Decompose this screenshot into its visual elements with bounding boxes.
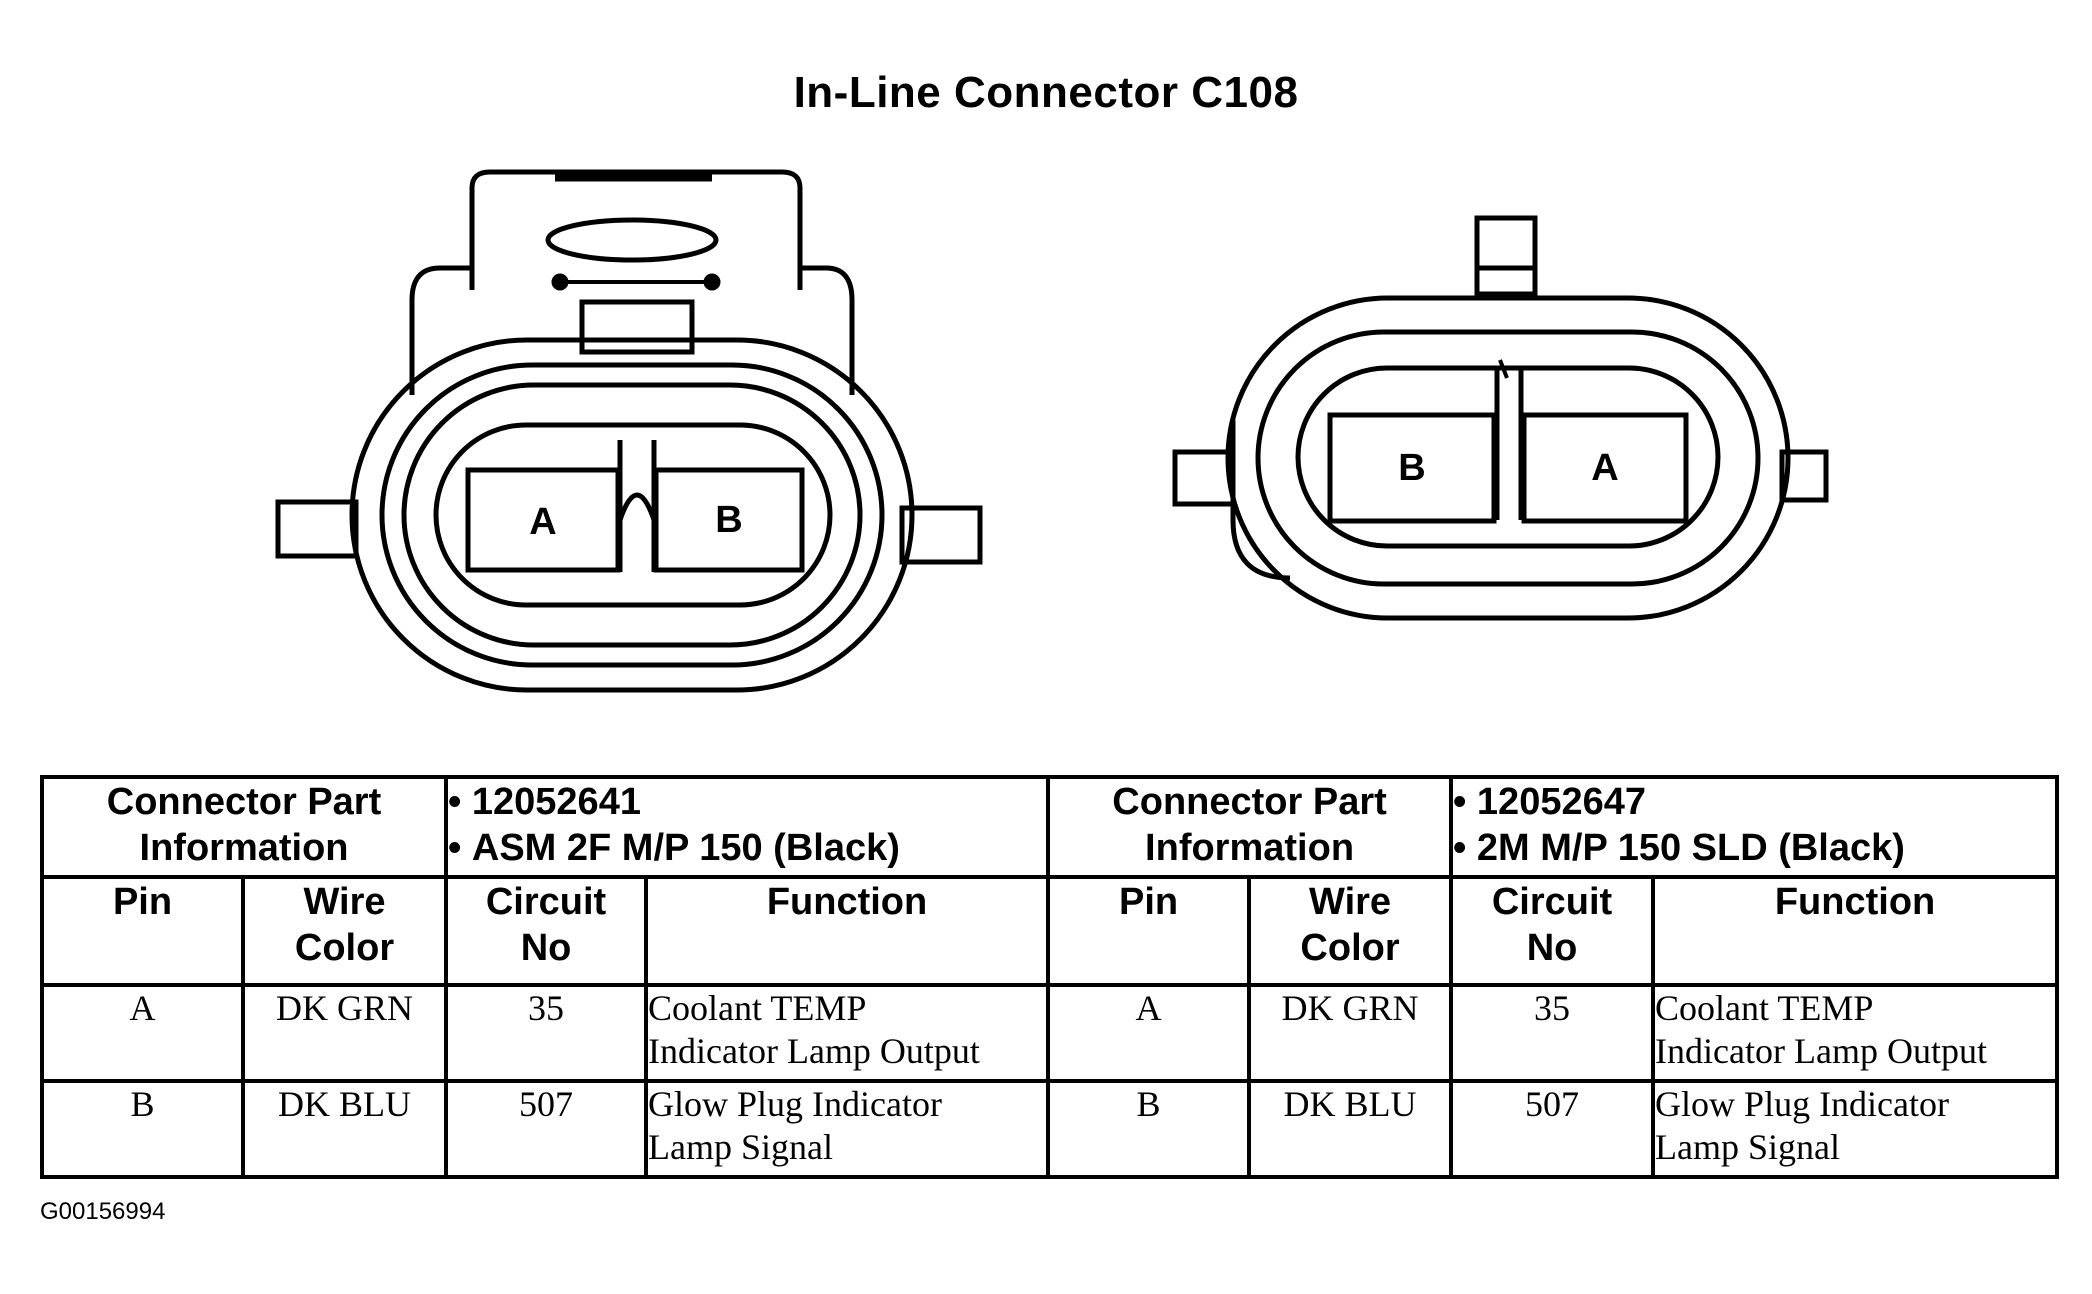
pin-table: Connector Part Information 12052641 ASM …: [39, 775, 2060, 1179]
right-cavity-b: [1327, 412, 1497, 524]
left-cavity-label-a: A: [529, 501, 556, 543]
left-pin-cell: A: [40, 983, 245, 1083]
right-circuit-cell: 507: [1449, 1079, 1656, 1179]
right-part-description: 2M M/P 150 SLD (Black): [1453, 825, 2055, 871]
right-side-tab-left: [1172, 449, 1236, 507]
left-col-wire-color: Wire Color: [240, 875, 449, 987]
left-function-cell: Coolant TEMP Indicator Lamp Output: [644, 983, 1051, 1083]
right-pin-cell: A: [1046, 983, 1252, 1083]
part-info-row: Connector Part Information 12052641 ASM …: [39, 775, 2060, 879]
left-part-number: 12052641: [448, 779, 1046, 825]
right-side-tab-right: [1779, 449, 1829, 503]
right-wire-color-cell: DK BLU: [1247, 1079, 1454, 1179]
left-latch-slot: [545, 217, 719, 263]
left-part-info: 12052641 ASM 2F M/P 150 (Black): [444, 775, 1051, 879]
right-connector-drawing: [1172, 215, 1829, 621]
left-col-pin: Pin: [40, 875, 245, 987]
right-latch: [1474, 215, 1538, 297]
left-circuit-cell: 507: [444, 1079, 649, 1179]
right-part-info-label: Connector Part Information: [1046, 775, 1454, 879]
left-cavity-label-b: B: [715, 499, 742, 541]
left-function-cell: Glow Plug Indicator Lamp Signal: [644, 1079, 1051, 1179]
left-part-description: ASM 2F M/P 150 (Black): [448, 825, 1046, 871]
left-col-circuit: Circuit No: [444, 875, 649, 987]
right-part-info: 12052647 2M M/P 150 SLD (Black): [1449, 775, 2060, 879]
left-connector-drawing: [275, 169, 983, 693]
left-side-tab-left: [275, 499, 359, 559]
right-col-circuit: Circuit No: [1449, 875, 1656, 987]
right-cavity-a: [1521, 412, 1689, 524]
left-wire-color-cell: DK GRN: [240, 983, 449, 1083]
right-col-pin: Pin: [1046, 875, 1252, 987]
right-part-number: 12052647: [1453, 779, 2055, 825]
table-row: B DK BLU 507 Glow Plug Indicator Lamp Si…: [40, 1079, 2060, 1179]
left-col-function: Function: [644, 875, 1051, 987]
connector-diagram: A B B A: [275, 169, 1829, 693]
table-row: A DK GRN 35 Coolant TEMP Indicator Lamp …: [40, 983, 2060, 1083]
right-col-function: Function: [1651, 875, 2060, 987]
page-title: In-Line Connector C108: [793, 68, 1299, 117]
left-circuit-cell: 35: [444, 983, 649, 1083]
right-wire-color-cell: DK GRN: [1247, 983, 1454, 1083]
right-function-cell: Coolant TEMP Indicator Lamp Output: [1651, 983, 2060, 1083]
left-latch: [469, 169, 803, 290]
left-wire-color-cell: DK BLU: [240, 1079, 449, 1179]
pin-table-wrapper: Connector Part Information 12052641 ASM …: [39, 775, 2060, 1179]
left-side-tab-right: [899, 505, 983, 565]
right-function-cell: Glow Plug Indicator Lamp Signal: [1651, 1079, 2060, 1179]
figure-id: G00156994: [40, 1198, 166, 1225]
right-pin-cell: B: [1046, 1079, 1252, 1179]
right-cavity-label-a: A: [1591, 447, 1618, 489]
right-cavity-label-b: B: [1398, 447, 1425, 489]
column-header-row: Pin Wire Color Circuit No Function Pin W…: [40, 875, 2060, 987]
left-part-info-label: Connector Part Information: [39, 775, 449, 879]
left-pin-cell: B: [40, 1079, 245, 1179]
right-col-wire-color: Wire Color: [1247, 875, 1454, 987]
right-circuit-cell: 35: [1449, 983, 1656, 1083]
